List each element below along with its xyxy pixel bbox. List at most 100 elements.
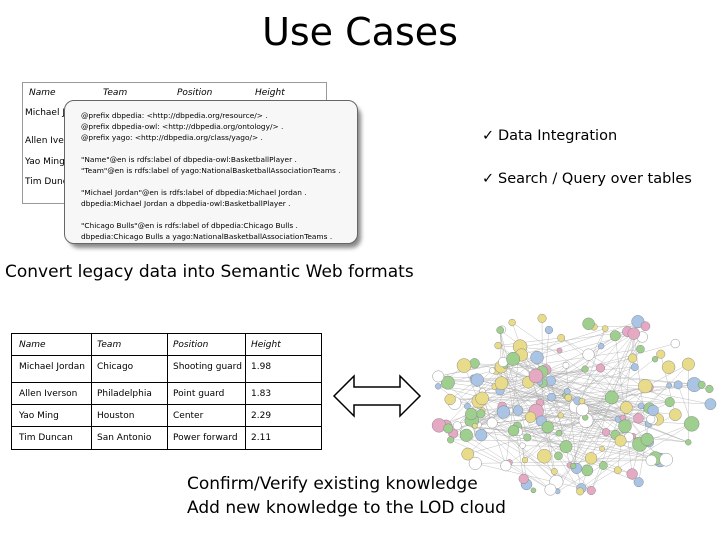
- lod-dataset-bubble: [559, 440, 573, 454]
- lod-dataset-bubble: [444, 393, 456, 406]
- lod-dataset-bubble: [564, 393, 573, 402]
- lod-dataset-bubble: [633, 413, 644, 424]
- lod-dataset-bubble: [494, 341, 502, 350]
- table-header-row: Name Team Position Height: [23, 83, 326, 105]
- lod-link: [505, 346, 521, 466]
- lod-dataset-bubble: [604, 390, 619, 405]
- header-team: Team: [97, 340, 122, 350]
- lod-dataset-bubble: [697, 380, 706, 389]
- lod-link: [438, 425, 551, 490]
- cell-team: Chicago: [97, 362, 134, 372]
- header-height: Height: [255, 88, 285, 98]
- lod-dataset-bubble: [651, 356, 659, 363]
- lod-link: [520, 331, 628, 347]
- table-row: Michael Jordan Chicago Shooting guard 1.…: [12, 355, 321, 378]
- lod-caption-line: Confirm/Verify existing knowledge: [187, 474, 478, 494]
- lod-dataset-bubble: [496, 326, 504, 334]
- lod-link: [565, 426, 626, 447]
- convert-caption: Convert legacy data into Semantic Web fo…: [5, 262, 414, 282]
- cell-name: Allen Iverson: [19, 389, 78, 399]
- cell-position: Center: [173, 411, 204, 421]
- lod-dataset-bubble: [626, 468, 638, 480]
- lod-dataset-bubble: [602, 325, 609, 332]
- lod-dataset-bubble: [670, 338, 680, 349]
- lod-dataset-bubble: [537, 448, 552, 464]
- lod-dataset-bubble: [633, 477, 644, 488]
- lod-link: [556, 407, 627, 483]
- row-name: Tim Duncan: [25, 177, 79, 187]
- column-divider: [245, 334, 246, 449]
- lod-dataset-bubble: [647, 404, 659, 416]
- lod-dataset-bubble: [582, 317, 595, 330]
- bullet-text: Data Integration: [498, 128, 618, 144]
- lod-dataset-bubble: [599, 445, 605, 452]
- table-row: Allen Iverson Philadelphia Point guard 1…: [12, 382, 321, 405]
- lod-dataset-bubble: [685, 439, 692, 446]
- cell-name: Tim Duncan: [19, 433, 73, 443]
- lod-link: [524, 333, 634, 461]
- lod-dataset-bubble: [435, 383, 442, 390]
- lod-link: [535, 375, 670, 403]
- lod-link: [517, 426, 559, 434]
- lod-link: [541, 348, 641, 422]
- lod-dataset-bubble: [614, 434, 627, 447]
- lod-dataset-bubble: [513, 405, 524, 416]
- lod-link: [502, 382, 543, 407]
- lod-dataset-bubble: [470, 373, 484, 387]
- lod-dataset-bubble: [638, 378, 653, 394]
- lod-link: [569, 333, 634, 466]
- lod-link: [561, 337, 670, 403]
- rdf-popup: @prefix dbpedia: <http://dbpedia.org/res…: [64, 100, 358, 244]
- lod-caption-line: Add new knowledge to the LOD cloud: [187, 498, 506, 518]
- header-name: Name: [29, 88, 56, 98]
- lod-dataset-bubble: [627, 327, 640, 340]
- lod-dataset-bubble: [659, 452, 673, 467]
- lod-link: [471, 413, 639, 483]
- lod-dataset-bubble: [547, 392, 556, 402]
- lod-link: [438, 361, 504, 377]
- lod-dataset-bubble: [581, 464, 594, 477]
- header-position: Position: [173, 340, 209, 350]
- rdf-line: @prefix dbpedia-owl: <http://dbpedia.org…: [81, 122, 284, 131]
- lod-caption: Confirm/Verify existing knowledge Add ne…: [187, 472, 506, 520]
- lod-link: [588, 354, 627, 408]
- lod-link: [499, 330, 528, 438]
- lod-dataset-bubble: [602, 428, 611, 437]
- lod-dataset-bubble: [557, 412, 564, 419]
- lod-dataset-bubble: [524, 411, 537, 423]
- lod-dataset-bubble: [630, 363, 639, 372]
- lod-link: [517, 380, 551, 427]
- lod-dataset-bubble: [537, 313, 547, 323]
- bullet-data-integration: ✓Data Integration: [482, 128, 617, 144]
- lod-link: [521, 328, 606, 356]
- lod-link: [496, 348, 641, 371]
- lod-link: [475, 463, 582, 489]
- lod-link: [517, 426, 633, 475]
- cell-team: San Antonio: [97, 433, 152, 443]
- lod-dataset-bubble: [684, 416, 700, 432]
- lod-dataset-bubble: [507, 424, 520, 437]
- lod-dataset-bubble: [508, 318, 516, 327]
- cell-team: Houston: [97, 411, 135, 421]
- row-name: Michael Jordan: [25, 108, 91, 118]
- slide-title: Use Cases: [262, 10, 458, 54]
- lod-link: [561, 337, 654, 411]
- lod-dataset-bubble: [656, 349, 666, 359]
- lod-dataset-bubble: [486, 417, 498, 429]
- lod-link: [492, 370, 652, 461]
- lod-dataset-bubble: [496, 405, 511, 419]
- lod-link: [565, 365, 577, 469]
- lod-dataset-bubble: [681, 357, 695, 371]
- lod-dataset-bubble: [664, 397, 675, 408]
- rdf-line: "Name"@en is rdfs:label of dbpedia-owl:B…: [81, 155, 297, 164]
- cell-position: Power forward: [173, 433, 238, 443]
- table-row: Tim Duncan: [23, 172, 326, 194]
- cell-position: Point guard: [173, 389, 225, 399]
- lod-dataset-bubble: [578, 397, 586, 405]
- lod-dataset-bubble: [506, 351, 521, 366]
- lod-link: [517, 426, 667, 460]
- lod-dataset-bubble: [666, 382, 673, 389]
- column-divider: [167, 334, 168, 449]
- lod-dataset-bubble: [645, 454, 657, 467]
- lod-dataset-bubble: [518, 473, 529, 484]
